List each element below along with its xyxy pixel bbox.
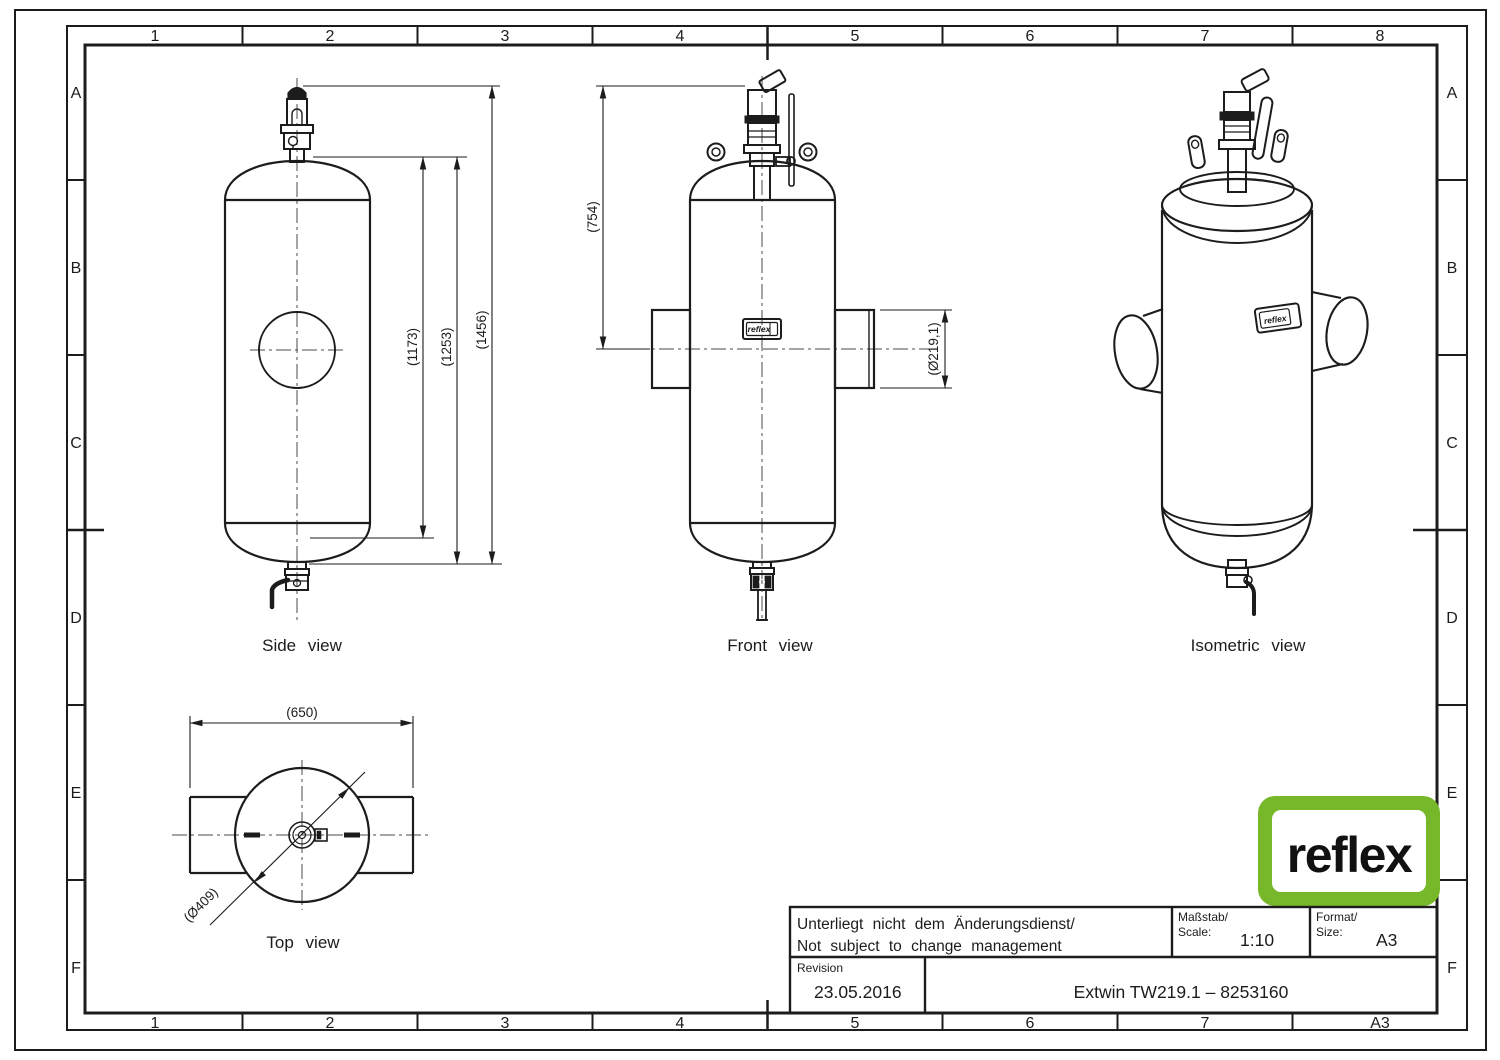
revision-label: Revision <box>797 961 843 975</box>
zone-labels: 1 2 3 4 5 6 7 8 1 2 3 4 5 6 7 A3 A B C D… <box>70 28 1458 1032</box>
iso-drain-lever <box>1244 580 1256 616</box>
zone-row-label: B <box>71 260 82 277</box>
format-label-en: Size: <box>1316 925 1343 939</box>
front-valve-lever <box>788 93 795 187</box>
side-nozzle-circle <box>258 311 336 389</box>
sheet-frame <box>14 9 1487 1051</box>
format-value: A3 <box>1376 930 1397 950</box>
dim-label-409: (Ø409) <box>181 885 221 925</box>
iso-vessel <box>1160 171 1314 570</box>
isometric-view: reflex Isometric view <box>1113 68 1369 655</box>
zone-col-label: 6 <box>1026 1015 1035 1032</box>
front-view-dimensions <box>596 85 952 389</box>
side-view-label: Side view <box>262 636 342 655</box>
zone-ticks-left <box>67 179 104 881</box>
zone-row-label: C <box>1446 435 1458 452</box>
zone-col-label: 3 <box>501 1015 510 1032</box>
top-view-vessel-circle <box>233 766 371 904</box>
scale-value: 1:10 <box>1240 930 1274 950</box>
top-view-dimensions <box>189 716 414 926</box>
iso-drain-valve <box>1225 559 1256 616</box>
iso-nameplate: reflex <box>1253 302 1303 334</box>
dim-label-754: (754) <box>585 201 600 233</box>
title-block-grid <box>788 905 1439 1015</box>
scale-label-de: Maßstab/ <box>1178 910 1229 924</box>
revision-date: 23.05.2016 <box>814 982 902 1002</box>
format-label-de: Format/ <box>1316 910 1358 924</box>
iso-lifting-lugs <box>1187 128 1289 170</box>
front-safety-valve <box>743 69 796 201</box>
zone-row-label: B <box>1447 260 1458 277</box>
front-nameplate-text: reflex <box>748 324 772 334</box>
reflex-logo-text: reflex <box>1287 827 1413 883</box>
reflex-logo-panel <box>1272 810 1426 892</box>
front-drain-valve <box>749 561 775 621</box>
front-view: reflex (754) (Ø219,1) Front view <box>585 69 952 655</box>
top-view-label: Top view <box>266 933 340 952</box>
zone-row-label: F <box>1447 960 1457 977</box>
zone-col-label: 8 <box>1376 28 1385 45</box>
zone-ticks-bottom <box>241 1000 1294 1030</box>
reflex-logo: reflex <box>1258 796 1440 906</box>
dim-label-650: (650) <box>286 705 318 720</box>
top-view-flow-mark-left <box>244 832 260 838</box>
zone-col-label: 1 <box>151 28 160 45</box>
title-block: Unterliegt nicht dem Änderungsdienst/ No… <box>788 905 1439 1015</box>
dim-label-219: (Ø219,1) <box>926 322 941 375</box>
scale-label-en: Scale: <box>1178 925 1211 939</box>
zone-col-label: 5 <box>851 28 860 45</box>
zone-row-label: D <box>70 610 82 627</box>
zone-row-label: A <box>71 85 82 102</box>
top-view-pipe <box>188 795 415 875</box>
side-safety-valve <box>280 86 314 163</box>
zone-row-label: E <box>71 785 82 802</box>
top-view: (650) (Ø409) Top view <box>172 705 430 952</box>
top-view-centerlines <box>172 760 430 910</box>
zone-col-label: 6 <box>1026 28 1035 45</box>
zone-ticks-right <box>1413 179 1467 881</box>
drawing-title: Extwin TW219.1 – 8253160 <box>1074 982 1289 1002</box>
zone-row-label: E <box>1447 785 1458 802</box>
zone-row-label: A <box>1447 85 1458 102</box>
iso-nozzles <box>1113 290 1369 395</box>
isometric-view-label: Isometric view <box>1191 636 1306 655</box>
zone-row-label: C <box>70 435 82 452</box>
zone-col-label: 2 <box>326 28 335 45</box>
zone-row-label: F <box>71 960 81 977</box>
dim-label-1456: (1456) <box>474 310 489 349</box>
front-right-nozzle <box>833 308 876 390</box>
top-view-flow-mark-right <box>344 832 360 838</box>
iso-valve-lever <box>1251 96 1274 160</box>
top-view-center-fitting <box>288 821 328 849</box>
side-view-centerlines <box>250 78 344 620</box>
zone-col-label: 4 <box>676 28 685 45</box>
zone-col-label: 4 <box>676 1015 685 1032</box>
side-drain-valve <box>269 561 310 610</box>
disclaimer-line-1: Unterliegt nicht dem Änderungsdienst/ <box>797 916 1075 933</box>
zone-row-label: D <box>1446 610 1458 627</box>
zone-col-label: 1 <box>151 1015 160 1032</box>
iso-nameplate-text: reflex <box>1263 313 1288 326</box>
zone-col-label: 2 <box>326 1015 335 1032</box>
zone-col-label: 5 <box>851 1015 860 1032</box>
side-drain-lever <box>269 577 291 610</box>
zone-col-label: 3 <box>501 28 510 45</box>
side-view-dimensions <box>303 85 502 565</box>
dim-label-1253: (1253) <box>439 327 454 366</box>
front-left-nozzle <box>650 308 692 390</box>
front-view-label: Front view <box>727 636 813 655</box>
dim-label-1173: (1173) <box>405 328 420 366</box>
front-view-vessel <box>650 159 876 564</box>
side-view: (1173) (1253) (1456) Side view <box>223 78 502 655</box>
front-nameplate: reflex <box>742 318 782 340</box>
front-lifting-lugs <box>706 142 818 162</box>
zone-corner-label: A3 <box>1370 1015 1390 1032</box>
zone-col-label: 7 <box>1201 1015 1210 1032</box>
disclaimer-line-2: Not subject to change management <box>797 938 1062 955</box>
iso-safety-valve <box>1218 68 1274 193</box>
zone-ticks-top <box>241 26 1294 60</box>
zone-col-label: 7 <box>1201 28 1210 45</box>
